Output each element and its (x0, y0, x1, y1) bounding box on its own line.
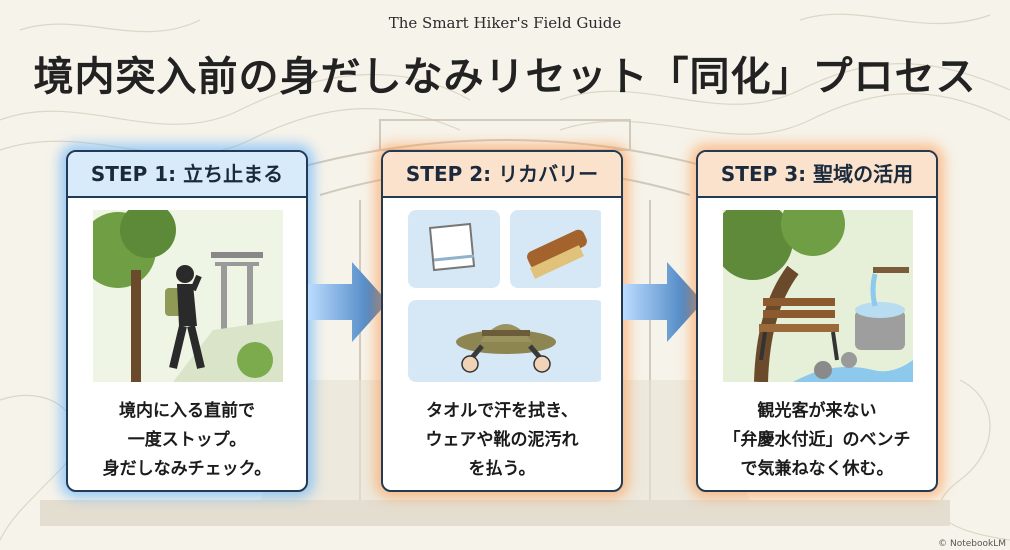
step-title: STEP 1: 立ち止まる (68, 152, 306, 198)
step-description: 境内に入る直前で 一度ストップ。 身だしなみチェック。 (74, 397, 300, 484)
bench-water-illustration (723, 210, 913, 382)
step-text-line: ウェアや靴の泥汚れ (425, 430, 579, 450)
step-text-line: 一度ストップ。 (127, 430, 247, 450)
step-text-line: 境内に入る直前で (119, 401, 255, 421)
hiker-stopping-illustration (93, 210, 283, 382)
step-title: STEP 2: リカバリー (383, 152, 621, 198)
arrow-right-icon (623, 262, 703, 342)
step-text-line: 身だしなみチェック。 (102, 459, 272, 479)
page-title: 境内突入前の身だしなみリセット「同化」プロセス (33, 53, 977, 100)
step-text-line: タオルで汗を拭き、 (426, 401, 578, 421)
towel-brush-hat-illustration (408, 210, 601, 382)
step-card-3: STEP 3: 聖域の活用 観光客が来ない 「弁慶水付近」のベンチ で気兼ねなく… (696, 150, 938, 492)
guide-subtitle: The Smart Hiker's Field Guide (388, 14, 622, 32)
arrow-right-icon (308, 262, 388, 342)
step-text-line: 観光客が来ない (757, 401, 877, 421)
step-text-line: を払う。 (468, 459, 536, 479)
step-title: STEP 3: 聖域の活用 (698, 152, 936, 198)
step-text-line: 「弁慶水付近」のベンチ (723, 430, 911, 450)
step-description: タオルで汗を拭き、 ウェアや靴の泥汚れ を払う。 (389, 397, 615, 484)
step-text-line: で気兼ねなく休む。 (740, 459, 894, 479)
step-card-2: STEP 2: リカバリー タオルで汗を拭き、 ウェアや靴の泥汚れ を払う。 (381, 150, 623, 492)
credit-watermark: © NotebookLM (938, 539, 1006, 549)
step-description: 観光客が来ない 「弁慶水付近」のベンチ で気兼ねなく休む。 (704, 397, 930, 484)
step-card-1: STEP 1: 立ち止まる 境内に入る直前で 一度ストップ。 身だしなみチェック… (66, 150, 308, 492)
